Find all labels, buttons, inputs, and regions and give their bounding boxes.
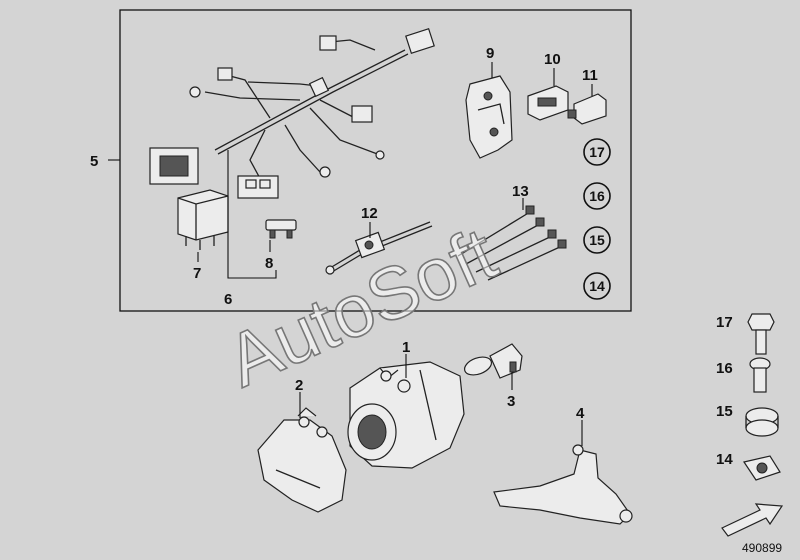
legend-nut-14 <box>743 455 781 481</box>
circled-label-15: 15 <box>589 232 605 248</box>
legend-label-14: 14 <box>716 451 733 468</box>
label-11: 11 <box>582 67 598 84</box>
fuse <box>265 219 297 239</box>
halogen-bulb <box>463 343 523 379</box>
cable-holder <box>325 221 433 275</box>
headlight-holder <box>493 444 633 525</box>
relay <box>177 189 229 250</box>
circle-16 <box>583 182 611 210</box>
legend-grommet-15 <box>745 407 779 437</box>
label-7: 7 <box>193 265 201 282</box>
circled-label-16: 16 <box>589 188 605 204</box>
label-5: 5 <box>90 153 98 170</box>
label-2: 2 <box>295 377 303 394</box>
kit-frame <box>119 9 632 312</box>
label-9: 9 <box>486 45 494 62</box>
leader-lines <box>108 62 593 446</box>
legend-label-15: 15 <box>716 403 733 420</box>
legend-screw-16 <box>749 357 771 393</box>
cable-ties <box>457 205 567 281</box>
label-4: 4 <box>576 405 585 422</box>
circle-17 <box>583 138 611 166</box>
document-number: 490899 <box>742 541 782 555</box>
label-3: 3 <box>507 393 515 410</box>
plug <box>567 93 607 125</box>
label-1: 1 <box>402 339 410 356</box>
circle-15 <box>583 226 611 254</box>
label-10: 10 <box>544 51 561 68</box>
circled-label-17: 17 <box>589 144 605 160</box>
label-13: 13 <box>512 183 529 200</box>
circled-label-14: 14 <box>589 278 605 294</box>
direction-arrow-icon <box>721 503 784 537</box>
auxiliary-headlight <box>347 361 465 469</box>
circle-14 <box>583 272 611 300</box>
legend-screw-17 <box>747 313 775 355</box>
headlight-cover <box>257 407 347 513</box>
label-12: 12 <box>361 205 378 222</box>
label-6: 6 <box>224 291 232 308</box>
legend-label-16: 16 <box>716 360 733 377</box>
label-8: 8 <box>265 255 273 272</box>
mounting-bracket <box>465 75 513 159</box>
wiring-harness <box>149 27 435 199</box>
legend-label-17: 17 <box>716 314 733 331</box>
